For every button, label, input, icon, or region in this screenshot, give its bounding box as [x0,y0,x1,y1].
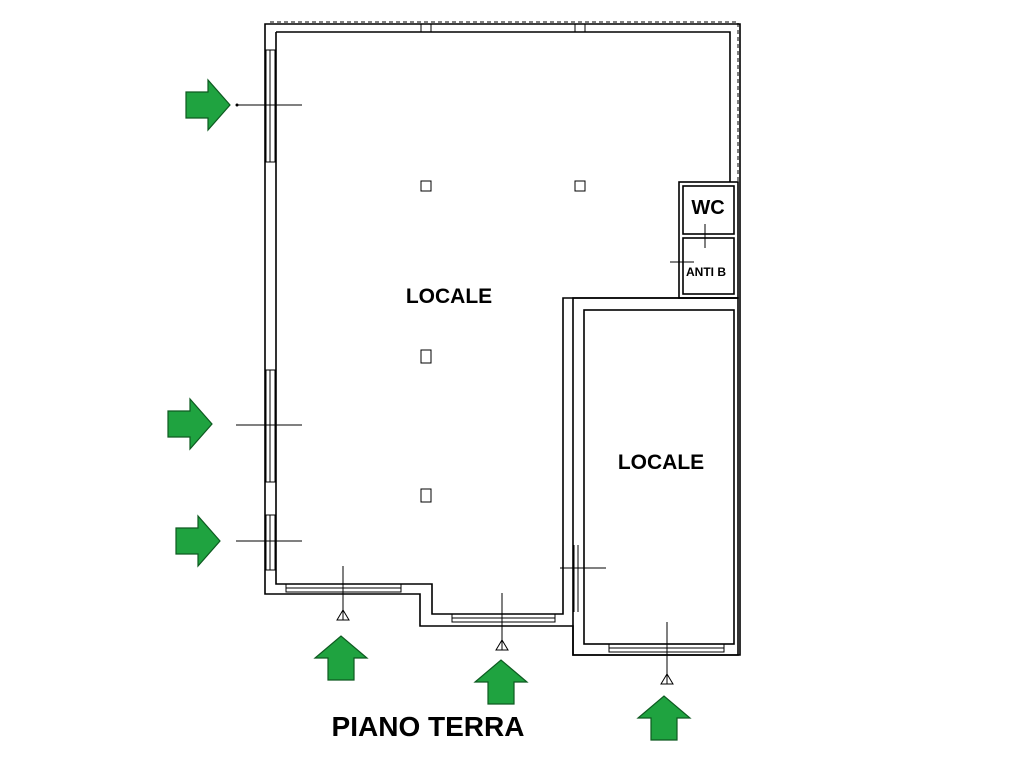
green-entrance-arrow-icon [313,635,369,681]
green-entrance-arrow-icon [167,397,213,451]
entrance-arrow-left-middle [167,397,213,451]
wc-label: WC [691,197,724,219]
green-entrance-arrow-icon [185,78,231,132]
entrance-arrow-bottom-right [636,695,692,741]
entrance-arrow-left-top [185,78,231,132]
wc-block [670,181,739,299]
green-entrance-arrow-icon [175,514,221,568]
left-windows [265,49,276,571]
main-room-walls [264,21,741,656]
green-entrance-arrow-icon [473,659,529,705]
entrance-arrow-bottom-middle [473,659,529,705]
entrance-arrow-left-bottom [175,514,221,568]
entrance-arrow-bottom-left [313,635,369,681]
floor-title: PIANO TERRA [332,711,525,742]
section-lines [235,103,674,685]
columns [420,23,586,503]
main-room-label: LOCALE [406,285,492,308]
anti-bagno-label: ANTI B [686,265,726,279]
side-room-walls [572,297,739,656]
green-entrance-arrow-icon [636,695,692,741]
side-room-label: LOCALE [618,451,704,474]
